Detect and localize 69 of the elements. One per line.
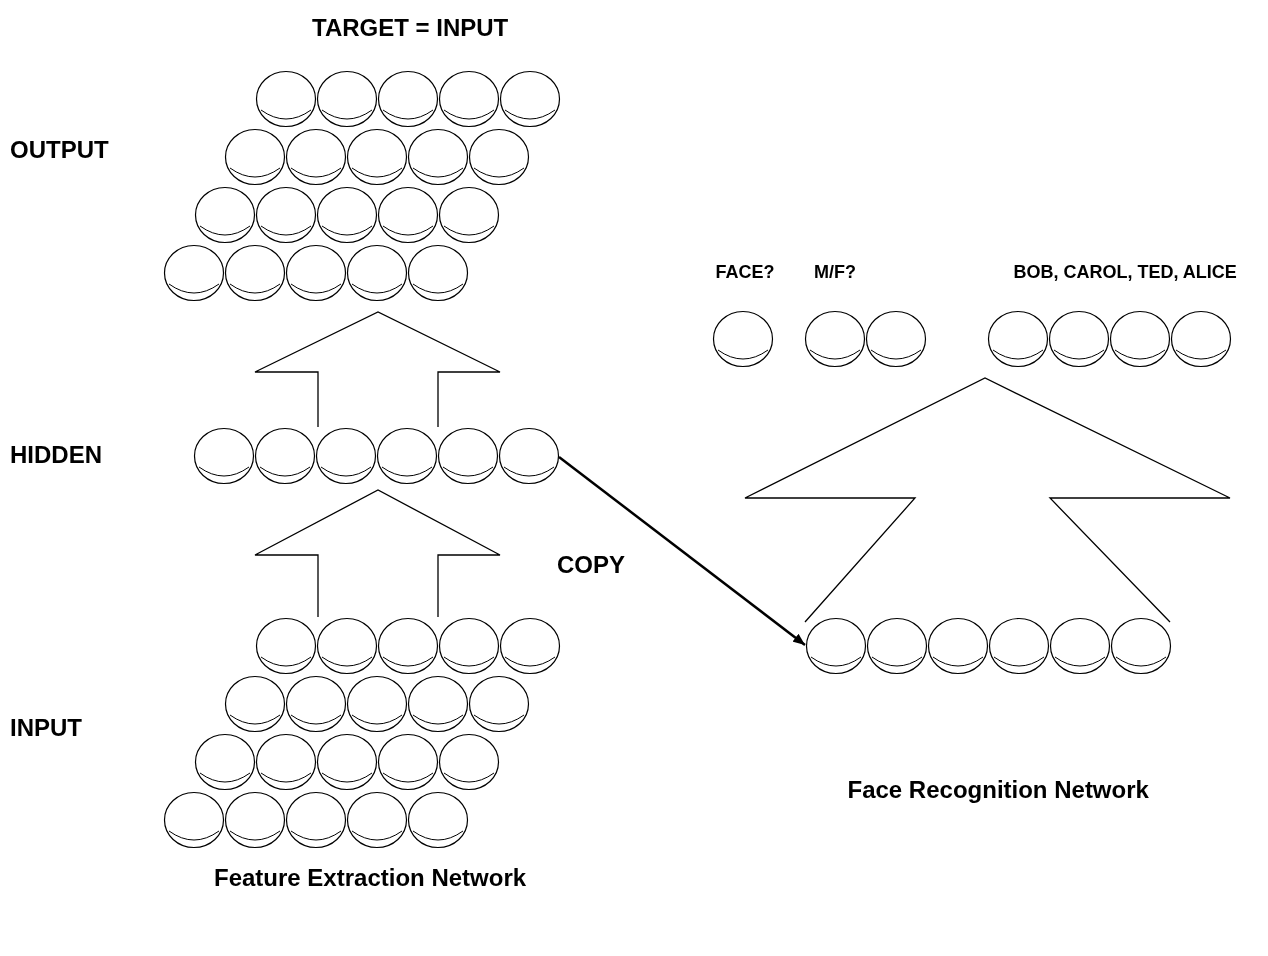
neuron-circle	[437, 427, 499, 487]
neuron-circle	[1110, 617, 1172, 677]
neuron-circle	[377, 617, 439, 677]
neuron-circle	[438, 186, 500, 246]
neuron-circle	[438, 617, 500, 677]
neuron-circle	[255, 733, 317, 793]
neuron-circle	[865, 310, 927, 370]
neuron-circle	[1049, 617, 1111, 677]
neuron-circle	[224, 244, 286, 304]
neuron-circle	[346, 791, 408, 851]
neuron-circle	[163, 791, 225, 851]
neuron-circle	[804, 310, 866, 370]
neuron-circle	[315, 427, 377, 487]
neuron-circle	[407, 128, 469, 188]
neuron-circle	[866, 617, 928, 677]
neuron-circle	[987, 310, 1049, 370]
layer-label: HIDDEN	[10, 443, 102, 467]
neuron-circle	[927, 617, 989, 677]
neuron-circle	[285, 791, 347, 851]
caption: Feature Extraction Network	[214, 866, 527, 890]
neuron-circle	[499, 617, 561, 677]
neuron-circle	[499, 70, 561, 130]
neuron-circle	[255, 70, 317, 130]
neuron-circle	[468, 128, 530, 188]
neuron-circle	[438, 733, 500, 793]
neuron-circle	[255, 617, 317, 677]
neuron-circle	[285, 128, 347, 188]
neuron-circle	[346, 128, 408, 188]
neuron-circle	[163, 244, 225, 304]
neuron-circle	[438, 70, 500, 130]
neuron-circle	[407, 244, 469, 304]
neuron-circle	[1170, 310, 1232, 370]
neuron-circle	[255, 186, 317, 246]
neuron-circle	[468, 675, 530, 735]
neuron-circle	[346, 675, 408, 735]
neuron-circle	[1109, 310, 1171, 370]
neuron-circle	[224, 128, 286, 188]
caption: Face Recognition Network	[847, 778, 1149, 802]
neuron-circle	[194, 733, 256, 793]
neuron-circle	[224, 675, 286, 735]
neuron-circle	[498, 427, 560, 487]
neuron-circle	[377, 733, 439, 793]
neuron-circle	[316, 617, 378, 677]
neuron-circle	[316, 186, 378, 246]
neuron-circle	[346, 244, 408, 304]
neuron-circle	[194, 186, 256, 246]
neuron-circle	[377, 186, 439, 246]
output-label: M/F?	[814, 263, 856, 281]
neuron-circle	[285, 244, 347, 304]
neuron-circle	[316, 733, 378, 793]
neuron-circle	[407, 675, 469, 735]
arrow	[558, 456, 806, 646]
output-label: BOB, CAROL, TED, ALICE	[1013, 263, 1237, 281]
neuron-circle	[193, 427, 255, 487]
layer-label: OUTPUT	[10, 138, 109, 162]
neuron-circle	[285, 675, 347, 735]
neuron-circle	[376, 427, 438, 487]
neuron-circle	[988, 617, 1050, 677]
neuron-circle	[377, 70, 439, 130]
neuron-circle	[224, 791, 286, 851]
neuron-circle	[407, 791, 469, 851]
neuron-circle	[254, 427, 316, 487]
neuron-circle	[805, 617, 867, 677]
neuron-circle	[712, 310, 774, 370]
neuron-circle	[1048, 310, 1110, 370]
layer-label: INPUT	[10, 716, 82, 740]
heading: TARGET = INPUT	[312, 16, 509, 40]
neuron-circle	[316, 70, 378, 130]
output-label: FACE?	[715, 263, 775, 281]
